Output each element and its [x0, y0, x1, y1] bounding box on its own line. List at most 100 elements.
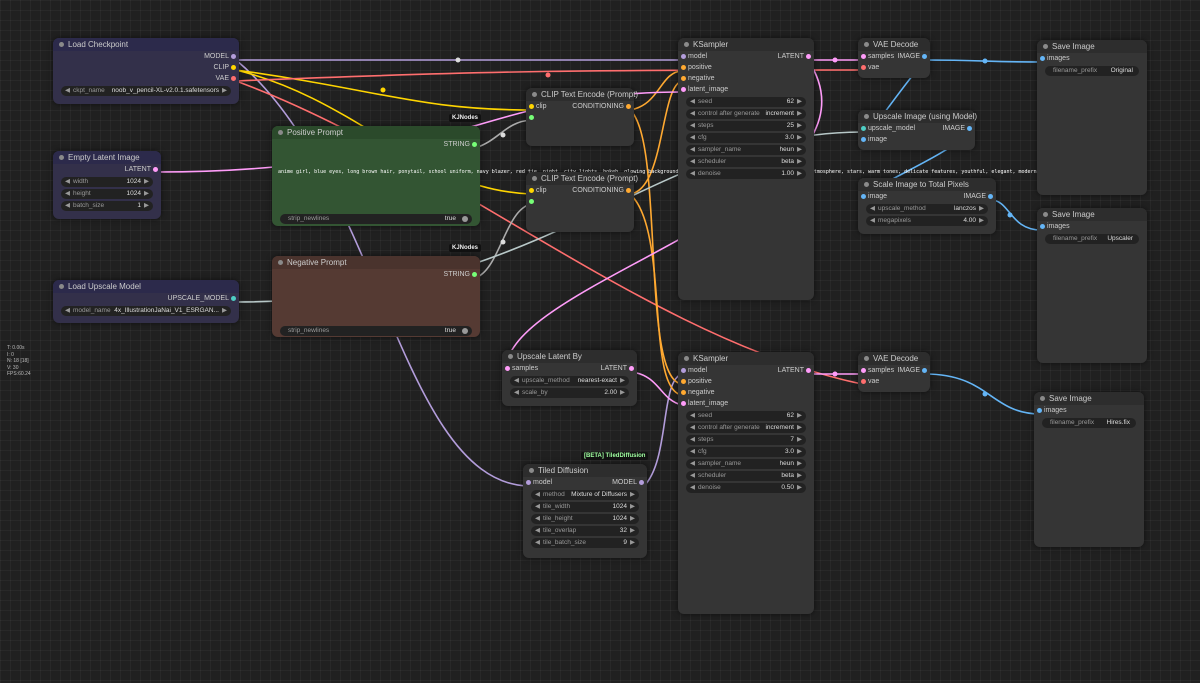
arrow-left-icon[interactable]: ◀	[690, 98, 695, 105]
output-dot[interactable]	[472, 272, 477, 277]
node-title[interactable]: Negative Prompt	[272, 256, 480, 269]
input-dot[interactable]	[526, 480, 531, 485]
node-title[interactable]: Scale Image to Total Pixels	[858, 178, 996, 191]
input-dot[interactable]	[1040, 56, 1045, 61]
output-dot[interactable]	[639, 480, 644, 485]
output-dot[interactable]	[922, 368, 927, 373]
positive-prompt-node[interactable]: Positive Prompt STRING anime girl, blue …	[272, 126, 1073, 226]
arrow-left-icon[interactable]: ◀	[690, 484, 695, 491]
arrow-right-icon[interactable]: ▶	[630, 539, 635, 546]
arrow-right-icon[interactable]: ▶	[979, 205, 984, 212]
arrow-left-icon[interactable]: ◀	[535, 515, 540, 522]
output-dot[interactable]	[806, 54, 811, 59]
arrow-right-icon[interactable]: ▶	[144, 178, 149, 185]
arrow-right-icon[interactable]: ▶	[620, 377, 625, 384]
arrow-left-icon[interactable]: ◀	[690, 170, 695, 177]
input-dot[interactable]	[1040, 224, 1045, 229]
input-dot[interactable]	[861, 126, 866, 131]
arrow-right-icon[interactable]: ▶	[797, 134, 802, 141]
output-dot[interactable]	[472, 142, 477, 147]
input-text[interactable]	[526, 196, 634, 207]
input-images[interactable]: images	[1037, 53, 1147, 64]
input-negative[interactable]: negative	[678, 73, 814, 84]
arrow-right-icon[interactable]: ▶	[630, 491, 635, 498]
arrow-right-icon[interactable]: ▶	[797, 424, 802, 431]
arrow-left-icon[interactable]: ◀	[535, 491, 540, 498]
input-dot[interactable]	[505, 366, 510, 371]
arrow-right-icon[interactable]: ▶	[797, 460, 802, 467]
input-dot[interactable]	[861, 65, 866, 70]
output-dot[interactable]	[922, 54, 927, 59]
input-dot[interactable]	[529, 104, 534, 109]
arrow-left-icon[interactable]: ◀	[690, 158, 695, 165]
input-dot[interactable]	[681, 390, 686, 395]
arrow-right-icon[interactable]: ▶	[630, 503, 635, 510]
arrow-left-icon[interactable]: ◀	[690, 134, 695, 141]
arrow-right-icon[interactable]: ▶	[222, 87, 227, 94]
input-dot[interactable]	[861, 194, 866, 199]
input-dot[interactable]	[529, 188, 534, 193]
node-title[interactable]: VAE Decode	[858, 38, 930, 51]
input-dot[interactable]	[681, 401, 686, 406]
input-images[interactable]: images	[1037, 221, 1147, 232]
node-title[interactable]: Tiled Diffusion	[523, 464, 647, 477]
input-vae[interactable]: vae	[858, 376, 930, 387]
node-title[interactable]: KSampler	[678, 38, 814, 51]
input-vae[interactable]: vae	[858, 62, 930, 73]
output-dot[interactable]	[231, 65, 236, 70]
output-dot[interactable]	[231, 296, 236, 301]
arrow-right-icon[interactable]: ▶	[144, 202, 149, 209]
arrow-right-icon[interactable]: ▶	[797, 170, 802, 177]
input-positive[interactable]: positive	[678, 376, 814, 387]
arrow-left-icon[interactable]: ◀	[690, 122, 695, 129]
arrow-right-icon[interactable]: ▶	[979, 217, 984, 224]
arrow-left-icon[interactable]: ◀	[65, 178, 70, 185]
arrow-right-icon[interactable]: ▶	[620, 389, 625, 396]
arrow-right-icon[interactable]: ▶	[797, 484, 802, 491]
arrow-left-icon[interactable]: ◀	[690, 436, 695, 443]
input-dot[interactable]	[681, 76, 686, 81]
arrow-right-icon[interactable]: ▶	[630, 527, 635, 534]
arrow-left-icon[interactable]: ◀	[690, 110, 695, 117]
node-title[interactable]: Upscale Latent By	[502, 350, 637, 363]
output-dot[interactable]	[231, 54, 236, 59]
arrow-left-icon[interactable]: ◀	[514, 377, 519, 384]
node-title[interactable]: Positive Prompt	[272, 126, 480, 139]
input-latent-image[interactable]: latent_image	[678, 398, 814, 409]
node-title[interactable]: Upscale Image (using Model)	[858, 110, 977, 123]
input-dot[interactable]	[681, 87, 686, 92]
node-title[interactable]: Save Image	[1037, 208, 1147, 221]
output-clip[interactable]: CLIP	[53, 62, 239, 73]
output-dot[interactable]	[806, 368, 811, 373]
arrow-left-icon[interactable]: ◀	[65, 87, 70, 94]
